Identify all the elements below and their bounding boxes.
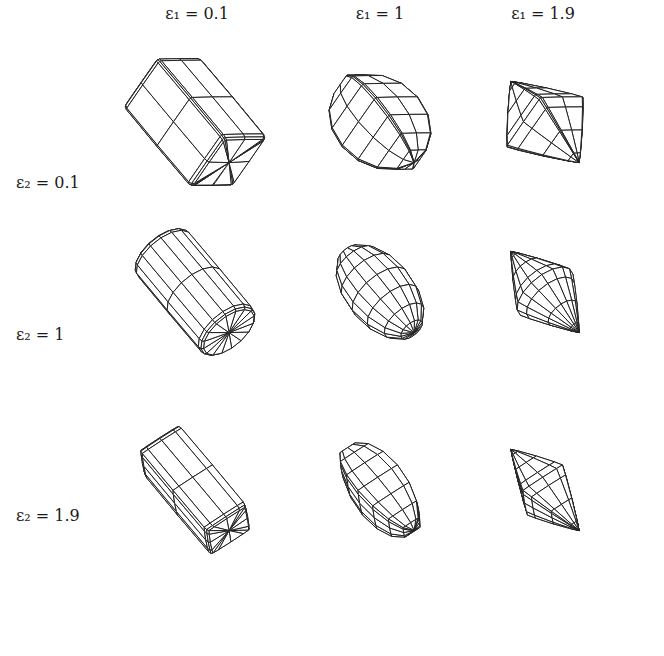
mesh-face xyxy=(400,134,410,151)
mesh-face xyxy=(151,238,192,283)
mesh-face xyxy=(245,307,252,311)
mesh-face xyxy=(362,84,376,99)
mesh-face xyxy=(235,307,244,311)
mesh-face xyxy=(225,137,244,140)
parameter-label: ε₂ = 1.9 xyxy=(16,506,80,525)
mesh-face xyxy=(572,324,579,332)
mesh-face xyxy=(229,531,243,542)
parameter-label: ε₁ = 0.1 xyxy=(165,4,229,23)
parameter-label: ε₁ = 1 xyxy=(356,4,404,23)
mesh-face xyxy=(410,150,414,162)
mesh-face xyxy=(574,153,579,163)
mesh-face xyxy=(515,83,526,89)
superquadric xyxy=(135,229,255,356)
mesh-face xyxy=(388,115,401,134)
mesh-face xyxy=(416,133,430,150)
superquadric xyxy=(329,75,431,169)
mesh-face xyxy=(539,284,561,309)
mesh-face xyxy=(191,97,224,135)
mesh-face xyxy=(226,140,244,162)
mesh-face xyxy=(189,159,207,184)
mesh-face xyxy=(226,508,240,518)
mesh-face xyxy=(551,509,571,525)
mesh-face xyxy=(181,275,222,320)
superquadric xyxy=(340,443,420,537)
mesh-face xyxy=(191,184,195,186)
mesh-face xyxy=(225,309,236,316)
mesh-face xyxy=(205,137,223,161)
superquadric xyxy=(511,251,579,332)
superquadric xyxy=(125,59,264,186)
mesh-face xyxy=(358,486,378,506)
mesh-face xyxy=(212,312,224,323)
mesh-face xyxy=(229,332,248,341)
mesh-face xyxy=(524,89,535,97)
superquadric xyxy=(336,245,424,339)
mesh-face xyxy=(245,137,264,140)
parameter-label: ε₂ = 0.1 xyxy=(16,173,80,192)
mesh-face xyxy=(142,449,179,490)
mesh-face xyxy=(512,454,519,469)
superquadric xyxy=(511,449,579,530)
mesh-face xyxy=(352,76,363,85)
mesh-face xyxy=(223,141,229,162)
mesh-face xyxy=(189,98,222,136)
mesh-face xyxy=(202,332,209,342)
mesh-face xyxy=(160,61,193,98)
mesh-face xyxy=(229,161,249,182)
mesh-face xyxy=(158,61,190,99)
mesh-face xyxy=(201,349,207,354)
mesh-face xyxy=(539,98,547,109)
mesh-face xyxy=(173,486,210,527)
mesh-face xyxy=(376,97,391,115)
mesh-face xyxy=(373,502,393,519)
superquadric xyxy=(141,427,249,554)
mesh-face xyxy=(209,531,229,535)
mesh-face xyxy=(347,471,364,490)
superquadric xyxy=(507,81,583,162)
mesh-face xyxy=(515,83,525,89)
parameter-label: ε₁ = 1.9 xyxy=(511,4,575,23)
mesh-face xyxy=(414,320,421,333)
mesh-face xyxy=(207,533,210,542)
mesh-face xyxy=(571,524,579,530)
mesh-face xyxy=(409,150,414,162)
mesh-face xyxy=(373,117,400,151)
mesh-face xyxy=(207,526,214,531)
parameter-label: ε₂ = 1 xyxy=(16,325,64,344)
mesh-face xyxy=(572,523,579,531)
mesh-face xyxy=(201,341,204,349)
mesh-face xyxy=(560,130,573,153)
mesh-face xyxy=(532,493,555,511)
mesh-face xyxy=(389,516,406,528)
mesh-face xyxy=(239,505,245,511)
mesh-face xyxy=(374,98,389,117)
mesh-face xyxy=(380,291,401,314)
mesh-face xyxy=(192,161,210,184)
mesh-face xyxy=(560,131,574,154)
mesh-face xyxy=(573,153,579,163)
mesh-face xyxy=(220,135,224,139)
mesh-face xyxy=(209,531,228,543)
mesh-face xyxy=(207,322,217,332)
mesh-face xyxy=(212,517,226,527)
mesh-face xyxy=(545,108,560,131)
mesh-face xyxy=(556,304,574,325)
mesh-face xyxy=(414,321,422,333)
